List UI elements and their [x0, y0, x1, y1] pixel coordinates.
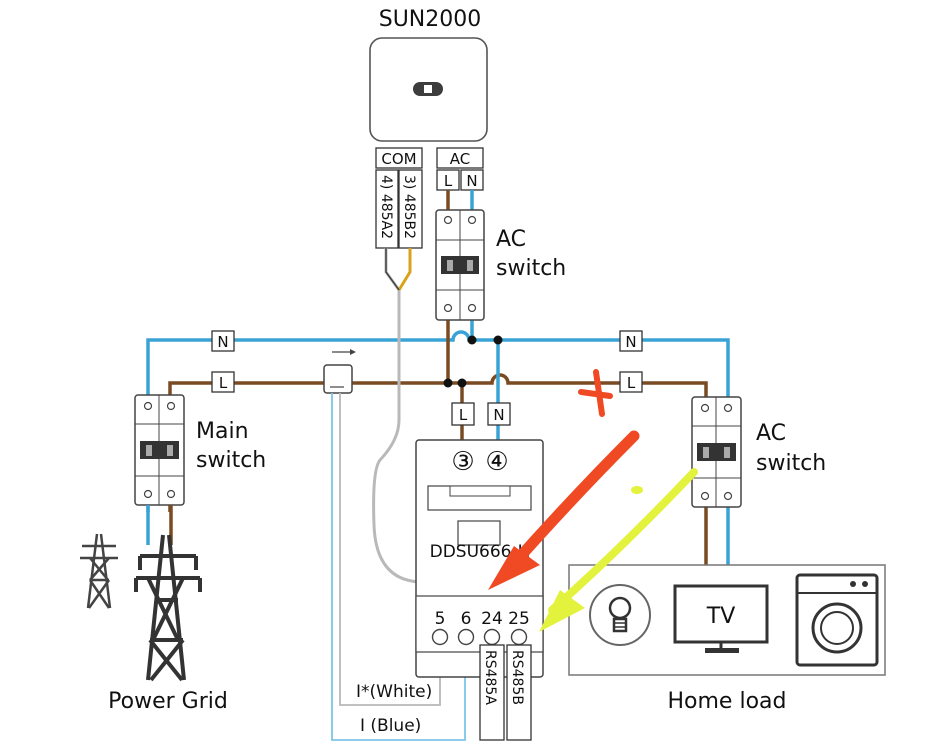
junction-dot — [443, 378, 453, 388]
bus-label-n-right: N — [619, 330, 643, 352]
inverter-logo-mark — [424, 85, 432, 93]
bus-label-n-left: N — [211, 330, 235, 352]
junction-dot — [467, 335, 477, 345]
com-port-box — [375, 147, 423, 169]
ac-switch-right-label-1: AC — [756, 421, 786, 446]
meter-terminal-5: 5 — [435, 609, 446, 629]
meter-terminal-3: ③ — [451, 447, 474, 477]
ac-switch-right-label-2: switch — [756, 451, 826, 476]
meter-model: DDSU666-H — [430, 542, 531, 562]
rs485a-box — [479, 644, 505, 741]
bus-label-l-right: L — [619, 371, 643, 393]
pin4-label: 4) 485A2 — [378, 175, 394, 239]
power-tower-icon — [134, 534, 202, 682]
bus-label-n-right-text: N — [625, 333, 636, 351]
com-port-label: COM — [381, 150, 416, 168]
meter-in-l-box: L — [451, 402, 475, 426]
small-power-tower-icon — [80, 533, 118, 609]
meter-in-n-box: N — [487, 402, 511, 426]
home-load-label: Home load — [668, 689, 787, 714]
rs485b-label: RS485B — [509, 650, 525, 705]
junction-dot — [457, 378, 467, 388]
ct-blue-lead — [331, 393, 466, 741]
ac-switch-top — [435, 209, 485, 321]
meter-terminal-24: 24 — [481, 609, 503, 629]
meter-body — [415, 439, 544, 678]
meter-terminal-4: ④ — [485, 447, 508, 477]
pin3-label: 3) 485B2 — [401, 175, 417, 239]
ac-port-label: AC — [450, 150, 470, 168]
tv-label: TV — [706, 604, 736, 629]
meter-screw-25 — [510, 628, 528, 646]
ct-clamp — [323, 349, 356, 394]
red-cross-mark — [578, 369, 613, 417]
ac-port-n-label: N — [466, 172, 477, 190]
meter-in-n-label: N — [493, 406, 504, 424]
meter-terminal-25: 25 — [508, 609, 530, 629]
yellow-arrow — [548, 468, 698, 614]
red-arrow-head — [488, 546, 540, 590]
bus-label-l-right-text: L — [627, 374, 636, 392]
rs485-a-black-wire — [385, 248, 400, 291]
bus-label-n-left-text: N — [217, 333, 228, 351]
meter-terminal-6: 6 — [461, 609, 472, 629]
bus-label-l-left: L — [211, 371, 235, 393]
rs485b-box — [506, 644, 532, 741]
live-bus-wire — [168, 373, 708, 565]
inverter-title: SUN2000 — [379, 7, 482, 32]
ac-port-l-label: L — [444, 172, 453, 190]
rs485-gray-wire — [372, 248, 490, 625]
main-switch-label-2: switch — [196, 448, 266, 473]
ac-port-box — [436, 147, 484, 169]
yellow-dot — [631, 486, 643, 494]
meter-in-l-label: L — [459, 406, 468, 424]
power-grid-label: Power Grid — [108, 689, 228, 714]
junction-dot — [493, 335, 503, 345]
main-switch — [134, 394, 185, 506]
bus-label-l-left-text: L — [219, 374, 228, 392]
ct-blue-label: I (Blue) — [360, 716, 421, 736]
meter-screw-5 — [431, 628, 449, 646]
ac-switch-top-label-1: AC — [496, 227, 526, 252]
meter-screw-6 — [457, 628, 475, 646]
ct-white-label: I*(White) — [356, 682, 432, 702]
yellow-arrow-head — [539, 590, 585, 632]
meter-screw-24 — [483, 628, 501, 646]
washing-machine-icon — [795, 573, 879, 667]
rs485a-label: RS485A — [482, 650, 498, 705]
rs485-gold-wire — [397, 248, 412, 291]
lightbulb-icon — [589, 584, 651, 646]
ac-switch-top-label-2: switch — [496, 256, 566, 281]
main-switch-label-1: Main — [196, 419, 249, 444]
ac-switch-right — [691, 396, 742, 508]
tv-icon — [673, 584, 769, 653]
